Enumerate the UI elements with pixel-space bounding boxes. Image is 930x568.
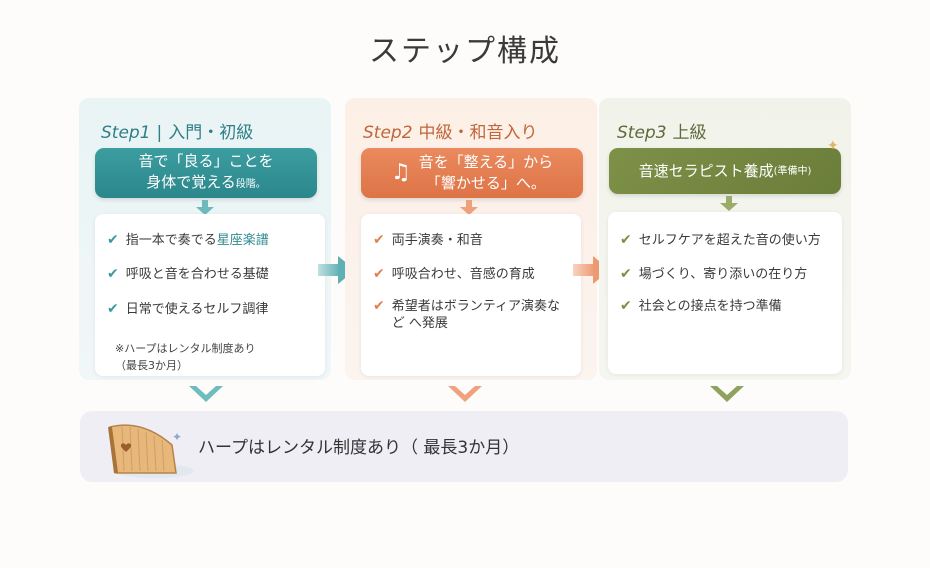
step1-divider: | bbox=[156, 123, 163, 143]
step1-item-3: ✔ 日常で使えるセルフ調律 bbox=[107, 301, 268, 318]
step3-banner: 音速セラピスト養成(準備中) bbox=[609, 148, 841, 194]
check-icon: ✔ bbox=[373, 266, 385, 282]
step2-item-1: ✔ 両手演奏・和音 bbox=[373, 232, 483, 249]
step2-item-3-text: 希望者はボランティア演奏など へ発展 bbox=[391, 299, 560, 331]
check-icon: ✔ bbox=[620, 298, 632, 314]
step1-note-line1: ※ハープはレンタル制度あり bbox=[115, 342, 256, 355]
step3-item-2-text: 場づくり、寄り添いの在り方 bbox=[638, 267, 808, 282]
step3-down-arrow bbox=[720, 196, 738, 211]
step2-banner: ♫ 音を「整える」から 「響かせる」へ。 bbox=[361, 148, 583, 198]
step3-item-2: ✔ 場づくり、寄り添いの在り方 bbox=[620, 266, 807, 283]
step2-item-2: ✔ 呼吸合わせ、音感の育成 bbox=[373, 266, 535, 283]
step1-banner-line2-small: 段階。 bbox=[235, 179, 266, 190]
check-icon: ✔ bbox=[107, 301, 119, 317]
chevron-down-icon bbox=[448, 386, 482, 402]
chevron-down-icon bbox=[710, 386, 744, 402]
step2-card: ✔ 両手演奏・和音 ✔ 呼吸合わせ、音感の育成 ✔ 希望者はボランティア演奏など… bbox=[361, 214, 581, 376]
step3-banner-main: 音速セラピスト養成 bbox=[638, 161, 774, 180]
step1-banner-line2-main: 身体で覚える bbox=[146, 173, 236, 191]
harp-icon: ✦ bbox=[108, 424, 194, 478]
step2-label: 中級・和音入り bbox=[418, 123, 538, 143]
music-note-icon: ♫ bbox=[390, 160, 411, 185]
step3-card: ✔ セルフケアを超えた音の使い方 ✔ 場づくり、寄り添いの在り方 ✔ 社会との接… bbox=[608, 212, 842, 374]
step1-banner: 音で「良る」ことを 身体で覚える段階。 bbox=[95, 148, 317, 198]
step2-item-2-text: 呼吸合わせ、音感の育成 bbox=[391, 267, 535, 282]
step2-down-arrow bbox=[460, 200, 478, 215]
step2-item-3: ✔ 希望者はボランティア演奏など へ発展 bbox=[373, 298, 567, 332]
sparkle-icon: ✦ bbox=[827, 138, 839, 154]
check-icon: ✔ bbox=[373, 298, 385, 314]
step1-item-1-text: 指一本で奏でる bbox=[125, 233, 217, 248]
step2-banner-line1: 音を「整える」から bbox=[418, 153, 554, 171]
step1-banner-line1: 音で「良る」ことを bbox=[138, 152, 274, 170]
step1-item-2: ✔ 呼吸と音を合わせる基礎 bbox=[107, 266, 269, 283]
step3-label: 上級 bbox=[672, 123, 707, 143]
chevron-down-icon bbox=[189, 386, 223, 402]
step1-note: ※ハープはレンタル制度あり （最長3か月） bbox=[115, 340, 256, 374]
check-icon: ✔ bbox=[107, 266, 119, 282]
step1-note-line2: （最長3か月） bbox=[115, 359, 188, 372]
step3-number: Step3 bbox=[617, 123, 667, 143]
check-icon: ✔ bbox=[620, 232, 632, 248]
step1-card: ✔ 指一本で奏でる星座楽譜 ✔ 呼吸と音を合わせる基礎 ✔ 日常で使えるセルフ調… bbox=[95, 214, 325, 376]
check-icon: ✔ bbox=[620, 266, 632, 282]
step1-item-2-text: 呼吸と音を合わせる基礎 bbox=[125, 267, 269, 282]
step1-heading: Step1|入門・初級 bbox=[101, 118, 253, 143]
step1-banner-line2: 身体で覚える段階。 bbox=[146, 172, 266, 195]
check-icon: ✔ bbox=[373, 232, 385, 248]
step3-item-3: ✔ 社会との接点を持つ準備 bbox=[620, 298, 782, 315]
page-title: ステップ構成 bbox=[369, 34, 561, 69]
check-icon: ✔ bbox=[107, 232, 119, 248]
step2-number: Step2 bbox=[363, 123, 413, 143]
step3-item-1-text: セルフケアを超えた音の使い方 bbox=[638, 233, 821, 248]
step1-label: 入門・初級 bbox=[168, 123, 254, 143]
step3-item-3-text: 社会との接点を持つ準備 bbox=[638, 299, 782, 314]
step3-banner-small: (準備中) bbox=[773, 165, 812, 177]
step2-banner-line2: 「響かせる」へ。 bbox=[425, 174, 546, 192]
step1-item-1-highlight: 星座楽譜 bbox=[216, 233, 269, 248]
step1-item-1: ✔ 指一本で奏でる星座楽譜 bbox=[107, 232, 269, 249]
svg-text:✦: ✦ bbox=[172, 430, 182, 444]
step1-number: Step1 bbox=[101, 123, 151, 143]
bottom-note-bar: ✦ ハープはレンタル制度あり（ 最長3か月） bbox=[80, 411, 848, 482]
step1-down-arrow bbox=[196, 200, 214, 215]
step2-item-1-text: 両手演奏・和音 bbox=[391, 233, 483, 248]
bottom-note-text: ハープはレンタル制度あり（ 最長3か月） bbox=[198, 438, 520, 458]
step1-column: Step1|入門・初級 音で「良る」ことを 身体で覚える段階。 ✔ 指一本で奏で… bbox=[79, 98, 331, 380]
step3-item-1: ✔ セルフケアを超えた音の使い方 bbox=[620, 232, 821, 249]
step1-item-3-text: 日常で使えるセルフ調律 bbox=[125, 302, 269, 317]
